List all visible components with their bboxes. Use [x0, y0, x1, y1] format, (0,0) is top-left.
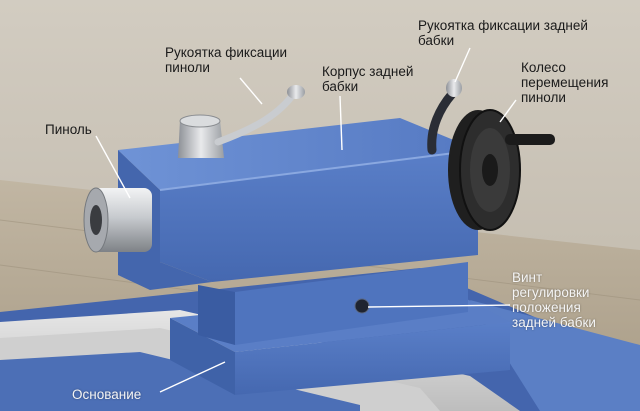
- quill-bore: [90, 205, 102, 235]
- base-side: [235, 322, 510, 395]
- tailstock-lock-lever: [427, 89, 457, 155]
- body-front: [118, 150, 212, 290]
- quill-lock-post: [178, 120, 224, 158]
- quill-lock-ball: [287, 85, 305, 99]
- bed-rail-right: [470, 300, 640, 411]
- body-top: [118, 118, 478, 190]
- neck-side: [235, 262, 468, 345]
- label-base: Основание: [72, 387, 142, 402]
- quill-lock-lever: [214, 92, 296, 146]
- label-adjust-screw: Винт регулировки положения задней бабки: [512, 270, 596, 330]
- label-tailstock-body: Корпус задней бабки: [322, 64, 414, 94]
- base-front: [170, 318, 235, 395]
- body-side: [160, 150, 478, 282]
- adjust-screw-head: [354, 298, 370, 314]
- label-quill-handwheel: Колесо перемещения пиноли: [521, 60, 609, 105]
- label-quill-lock: Рукоятка фиксации пиноли: [165, 45, 288, 75]
- bed-rail-front: [0, 352, 360, 411]
- label-tailstock-lock: Рукоятка фиксации задней бабки: [418, 18, 588, 48]
- tailstock-lock-ball: [446, 79, 462, 97]
- body-edge-highlight: [159, 149, 479, 191]
- quill-cylinder: [92, 188, 152, 252]
- label-quill: Пиноль: [45, 122, 92, 137]
- neck-front: [198, 285, 235, 345]
- quill-lock-post-top: [179, 114, 221, 128]
- leader-lines: [95, 47, 517, 393]
- quill-handwheel: [448, 109, 555, 231]
